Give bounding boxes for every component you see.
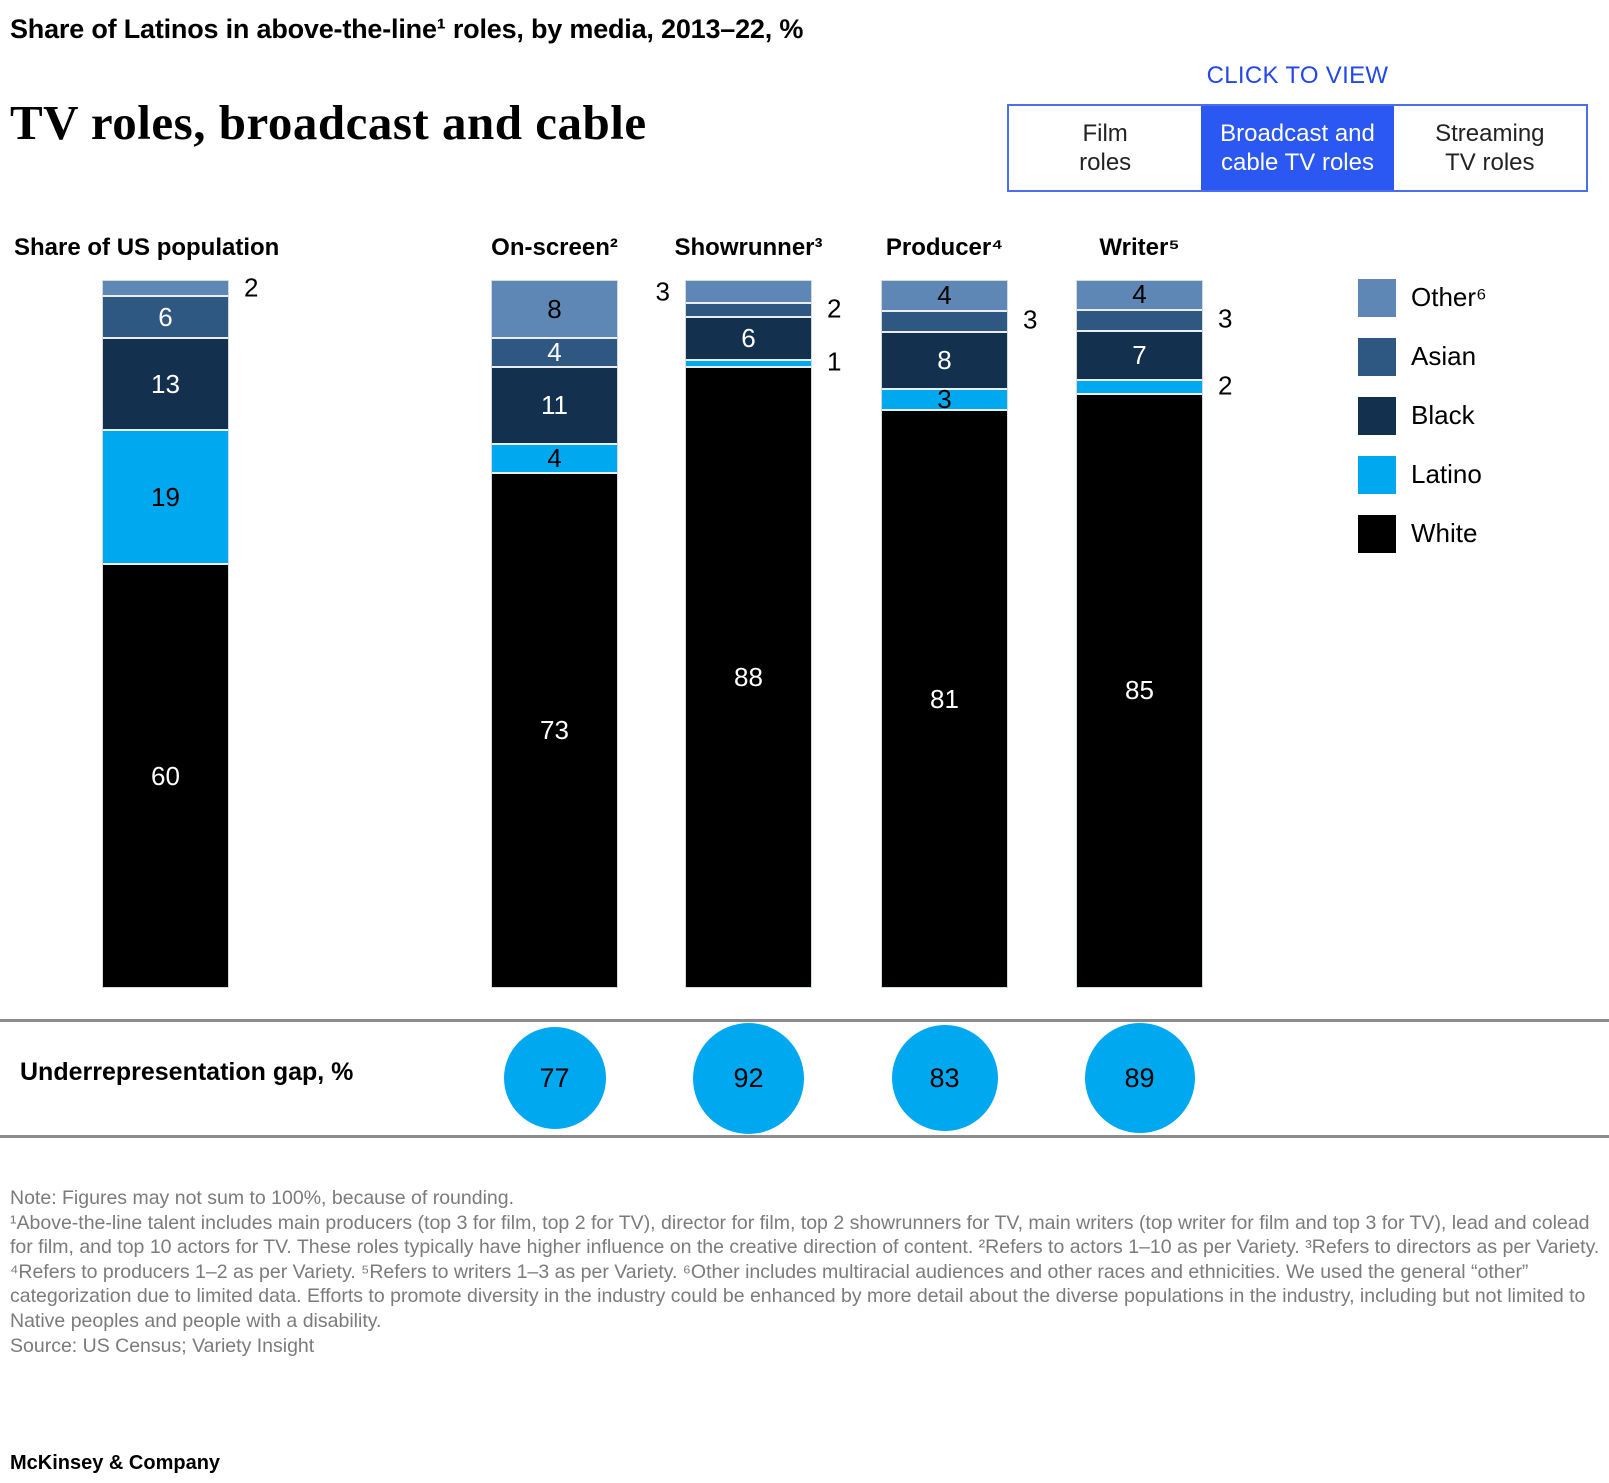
legend-label-white: White [1411,518,1478,548]
view-tabs: Film roles Broadcast and cable TV roles St… [1007,104,1588,192]
legend-item-latino: Latino [1358,455,1487,494]
footnote-body: ¹Above-the-line talent includes main pro… [10,1211,1600,1332]
column-header-on-screen: On-screen² [491,234,618,261]
legend-swatch-asian [1358,337,1396,376]
column-header-us-population: Share of US population [14,234,280,261]
chart-subtitle: Share of Latinos in above-the-line¹ role… [10,14,804,44]
segment-producer-asian [882,309,1007,331]
segment-producer-other: 4 [882,280,1007,310]
segment-writer-black: 7 [1077,329,1202,379]
column-header-producer: Producer⁴ [885,234,1004,261]
segment-producer-black: 8 [882,330,1007,388]
legend-swatch-black [1358,396,1396,435]
segment-writer-white: 85 [1077,392,1202,987]
segment-writer-other: 4 [1077,279,1202,309]
column-header-writer: Writer⁵ [1099,234,1180,261]
legend-swatch-white [1358,514,1396,553]
gap-circle-on-screen: 77 [503,1027,606,1129]
legend-label-other: Other⁶ [1411,282,1487,312]
segment-on-screen-latino: 4 [492,443,617,473]
value-label-producer-asian: 3 [1023,304,1038,335]
segment-producer-latino: 3 [882,384,1007,414]
value-label-us-population-other: 2 [244,272,259,303]
footnote-note: Note: Figures may not sum to 100%, becau… [10,1187,515,1209]
underrepresentation-gap-label: Underrepresentation gap, % [20,1058,354,1086]
legend-label-black: Black [1411,400,1475,430]
segment-us-population-latino: 19 [103,429,228,564]
tab-film-roles[interactable]: Film roles [1079,120,1132,176]
segment-showrunner-latino [686,358,811,366]
segment-showrunner-other [686,281,811,303]
legend-item-asian: Asian [1358,337,1487,376]
column-header-showrunner: Showrunner³ [674,234,823,261]
segment-showrunner-white: 88 [686,365,811,987]
value-label-showrunner-asian: 2 [827,293,842,324]
gap-circle-writer: 89 [1084,1023,1195,1133]
segment-us-population-black: 13 [103,337,228,430]
divider-bottom [0,1135,1609,1138]
page-title: TV roles, broadcast and cable [10,95,647,150]
legend-item-black: Black [1358,396,1487,435]
segment-writer-latino [1077,378,1202,393]
segment-on-screen-white: 73 [492,471,617,987]
value-label-showrunner-other: 3 [655,276,670,307]
stacked-bar-writer: 4 7 85 [1076,279,1203,988]
segment-producer-white: 81 [882,409,1007,987]
legend-swatch-other [1358,278,1396,317]
value-label-showrunner-latino: 1 [827,346,842,377]
tab-broadcast-cable-tv-roles[interactable]: Broadcast and cable TV roles [1201,106,1394,190]
value-label-writer-asian: 3 [1218,303,1233,334]
gap-circle-showrunner: 92 [693,1022,804,1134]
footnote-source: Source: US Census; Variety Insight [10,1334,315,1357]
legend-label-latino: Latino [1411,459,1482,489]
segment-on-screen-asian: 4 [492,337,617,367]
divider-top [0,1019,1609,1022]
segment-showrunner-asian [686,302,811,317]
gap-circle-producer: 83 [891,1025,998,1131]
segment-showrunner-black: 6 [686,316,811,359]
segment-us-population-white: 60 [103,563,228,987]
legend-label-asian: Asian [1411,341,1477,371]
segment-writer-asian [1077,308,1202,330]
segment-us-population-other [103,281,228,296]
footnotes: Note: Figures may not sum to 100%, becau… [10,1186,1602,1358]
segment-on-screen-other: 8 [492,281,617,338]
value-label-writer-latino: 2 [1218,370,1233,401]
legend-item-white: White [1358,514,1487,553]
click-to-view-label: CLICK TO VIEW [1206,62,1389,89]
legend-swatch-latino [1358,455,1396,494]
segment-us-population-asian: 6 [103,295,228,338]
segment-on-screen-black: 11 [492,365,617,444]
mckinsey-logo-text: McKinsey & Company [10,1452,221,1474]
tab-streaming-tv-roles[interactable]: Streaming TV roles [1435,120,1545,176]
legend-item-other: Other⁶ [1358,278,1487,317]
